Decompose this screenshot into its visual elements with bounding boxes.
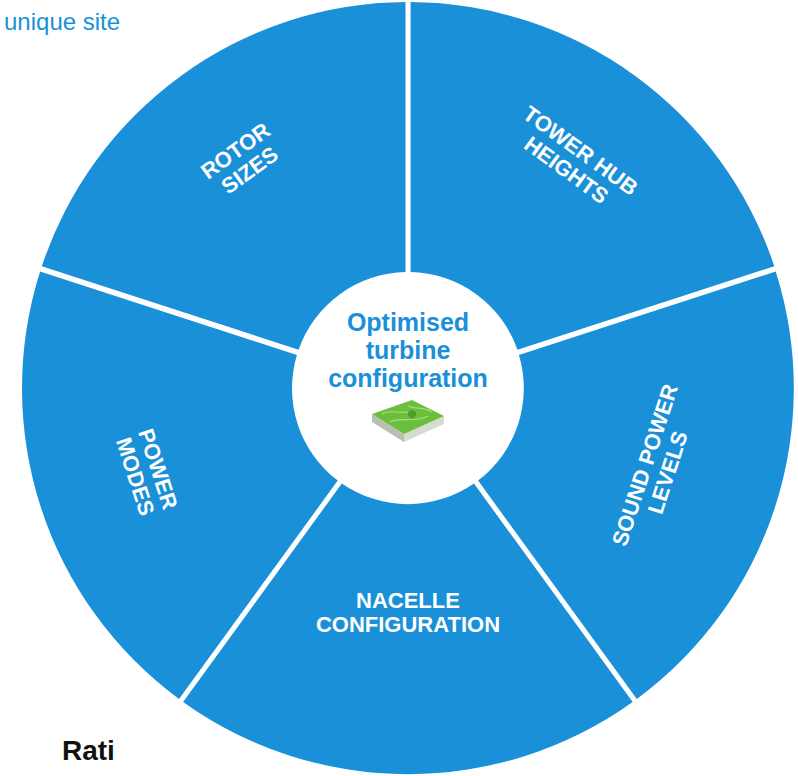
terrain-illustration (372, 400, 444, 442)
circle-fill (295, 275, 521, 501)
center-circle: Optimised turbine configuration (295, 275, 521, 501)
segment-shape (22, 269, 340, 701)
center-title: Optimised turbine configuration (295, 308, 521, 392)
ring-segment: POWER MODES (22, 269, 340, 701)
site-heading: unique site (4, 8, 120, 37)
segment-label: NACELLE CONFIGURATION (288, 589, 528, 637)
text-holder: NACELLE CONFIGURATION (288, 589, 528, 637)
text-holder: Optimised turbine configuration (295, 308, 521, 392)
segment-fill (22, 271, 338, 699)
section-heading: Rati (62, 734, 115, 768)
